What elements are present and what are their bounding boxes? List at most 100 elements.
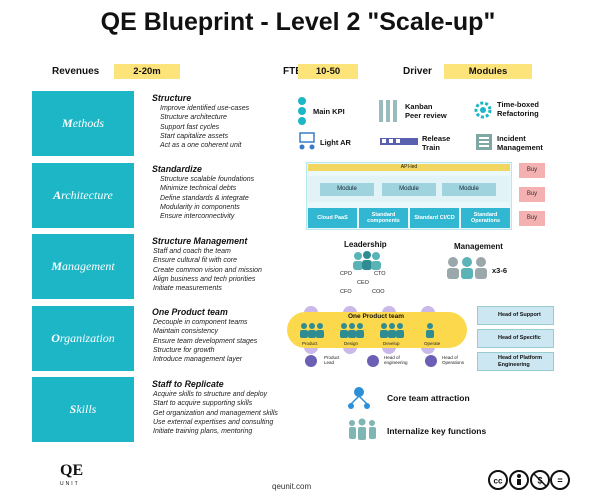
team-group-icon: [349, 418, 376, 440]
list-item: Staff and coach the team: [153, 248, 231, 255]
driver-value: Modules: [444, 64, 532, 79]
architecture-list: Structure scalable foundations Minimize …: [160, 175, 254, 221]
list-item: Acquire skills to structure and deploy: [153, 391, 267, 398]
team-role-product: Product: [302, 341, 318, 346]
lead-engineering: Head of engineering: [384, 355, 408, 365]
timeboxed-label: Time-boxed Refactoring: [497, 100, 539, 118]
team-board-icon: [299, 132, 315, 150]
list-item: Initiate measurements: [153, 285, 222, 293]
layer-cloud-paas: Cloud PaaS: [308, 208, 357, 228]
methods-heading: Structure: [152, 93, 192, 103]
management-people-icon: [447, 257, 487, 279]
leadership-label: Leadership: [344, 240, 387, 249]
leadership-people-icon: [353, 251, 381, 270]
list-item: Align business and tech priorities: [153, 275, 256, 283]
release-train-label: Release Train: [422, 134, 451, 152]
ftes-label: FTEs: [283, 66, 308, 77]
layer-standard-components: Standard components: [359, 208, 408, 228]
core-team-label: Core team attraction: [387, 393, 470, 403]
logo-text: QE: [60, 462, 84, 479]
list-item: Structure for growth: [153, 346, 215, 354]
network-icon: [348, 387, 370, 409]
list-item: Create common vision and mission: [153, 266, 262, 274]
footer-url[interactable]: qeunit.com: [272, 482, 312, 491]
skills-heading: Staff to Replicate: [152, 379, 224, 389]
lead-icon: [305, 355, 317, 367]
list-item: Ensure team development stages: [153, 337, 258, 345]
buy-badge: Buy: [519, 187, 545, 202]
ftes-value: 10-50: [298, 64, 358, 79]
organization-heading: One Product team: [152, 307, 228, 317]
list-item: Ensure interconnectivity: [160, 213, 235, 221]
incident-label: Incident Management: [497, 134, 543, 152]
team-role-design: Design: [344, 341, 359, 346]
list-item: Ensure cultural fit with core: [153, 257, 238, 265]
lead-product: Product Lead: [324, 355, 340, 365]
role-ceo: CEO: [357, 280, 369, 286]
module-box: Module: [320, 183, 374, 196]
architecture-heading: Standardize: [152, 164, 202, 174]
list-item: Minimize technical debts: [160, 185, 237, 193]
lead-icon: [425, 355, 437, 367]
list-item: Structure architecture: [160, 114, 227, 122]
revenues-value: 2-20m: [114, 64, 180, 79]
list-item: Use external expertises and consulting: [153, 418, 274, 426]
list-item: Improve identified use-cases: [160, 105, 250, 112]
list-item: Start to acquire supporting skills: [153, 400, 253, 408]
cc-license-icon: cc $ =: [488, 470, 570, 490]
page-title: QE Blueprint - Level 2 "Scale-up": [100, 8, 496, 36]
methods-list: Improve identified use-cases Structure a…: [160, 104, 249, 150]
light-ar-label: Light AR: [320, 138, 351, 147]
kanban-label: Kanban Peer review: [405, 102, 447, 120]
management-label: Management: [454, 242, 503, 251]
kpi-icon: [298, 97, 306, 125]
list-item: Define standards & integrate: [160, 194, 249, 202]
kanban-icon: [379, 100, 397, 122]
management-heading: Structure Management: [152, 236, 248, 246]
role-cpo: CPO: [340, 271, 352, 277]
head-of-specific-box: Head of Specific: [477, 329, 554, 348]
list-item: Modularity in components: [160, 203, 240, 211]
layer-standard-cicd: Standard CI/CD: [410, 208, 459, 228]
list-item: Decouple in component teams: [153, 319, 248, 326]
layer-standard-operations: Standard Operations: [461, 208, 510, 228]
module-box: Module: [382, 183, 436, 196]
list-item: Start capitalize assets: [160, 132, 229, 140]
role-cto: CTO: [374, 271, 386, 277]
management-list: Staff and coach the team Ensure cultural…: [153, 247, 262, 293]
revenues-label: Revenues: [52, 66, 100, 77]
head-of-platform-box: Head of Platform Engineering: [477, 352, 554, 371]
list-item: Initiate training plans, mentoring: [153, 428, 253, 436]
buy-badge: Buy: [519, 211, 545, 226]
skills-list: Acquire skills to structure and deploy S…: [153, 390, 278, 436]
list-item: Maintain consistency: [153, 328, 218, 336]
buy-badge: Buy: [519, 163, 545, 178]
list-item: Act as a one coherent unit: [160, 142, 242, 150]
role-cfo: CFO: [340, 289, 352, 295]
api-led-bar: API-led: [308, 164, 510, 171]
team-role-develop: Develop: [383, 341, 400, 346]
list-item: Introduce management layer: [153, 356, 243, 364]
product-team-label: One Product team: [348, 313, 404, 320]
lead-operations: Head of Operations: [442, 355, 465, 365]
logo-subtitle: UNIT: [60, 481, 80, 487]
train-icon: [380, 138, 418, 145]
role-coo: COO: [372, 289, 385, 295]
internalize-label: Internalize key functions: [387, 426, 487, 436]
gear-icon: [474, 101, 492, 119]
list-item: Support fast cycles: [160, 123, 220, 131]
svg-text:cc: cc: [494, 477, 503, 486]
head-of-support-box: Head of Support: [477, 306, 554, 325]
module-box: Module: [442, 183, 496, 196]
incident-icon: [476, 134, 492, 150]
list-item: Get organization and management skills: [153, 409, 278, 417]
main-kpi-label: Main KPI: [313, 107, 345, 116]
svg-text:=: =: [557, 476, 562, 486]
team-people-icon: [300, 323, 434, 338]
team-role-operate: Operate: [424, 341, 441, 346]
